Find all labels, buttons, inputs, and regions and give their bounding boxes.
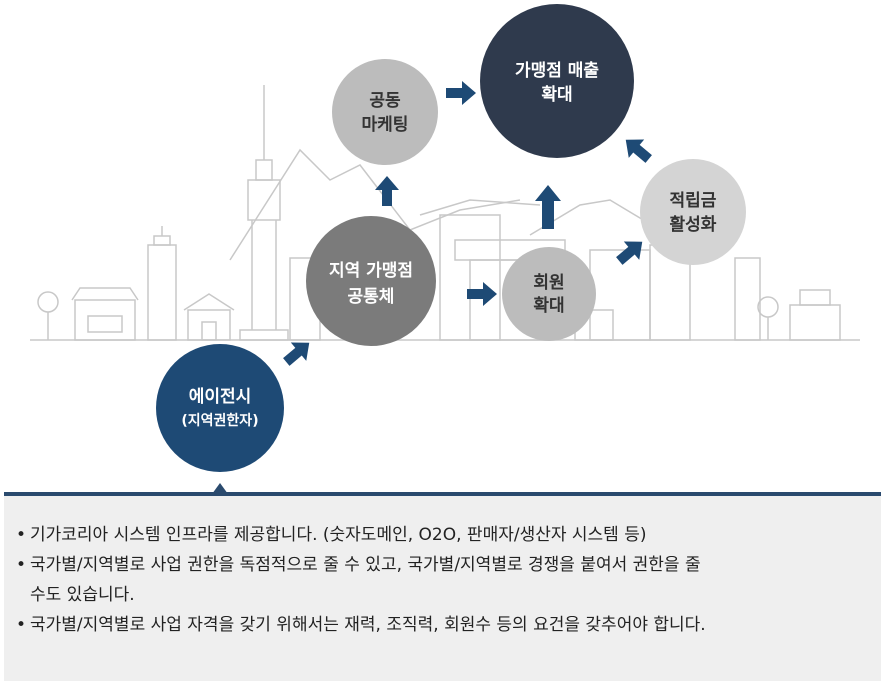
bullet-item-requirements: • 국가별/지역별로 사업 자격을 갖기 위해서는 재력, 조직력, 회원수 등… [16,610,873,640]
node-joint-circle [306,216,436,346]
node-points: 적립금 활성화 [640,159,746,265]
arrow-joint-to-members [467,282,497,306]
node-members-line2: 확대 [533,296,564,316]
bullet-item-infrastructure: • 기가코리아 시스템 인프라를 제공합니다. (숫자도메인, O2O, 판매자… [16,520,873,550]
arrow-agency-to-joint [283,342,310,366]
bullet-list: • 기가코리아 시스템 인프라를 제공합니다. (숫자도메인, O2O, 판매자… [4,496,881,640]
bullet-item-exclusive-rights-cont: 수도 있습니다. [16,580,873,610]
node-agency-circle [156,344,284,472]
growth-diagram: 에이전시 (지역권한자) 지역 가맹점 공통체 공동 마케팅 가맹점 매출 확대… [30,4,860,494]
node-marketing-circle [332,59,438,165]
node-points-line2: 활성화 [670,214,717,235]
node-agency-line1: 에이전시 [189,387,252,407]
panel-pointer [212,483,228,494]
arrow-members-to-points [616,241,643,265]
node-joint-line1: 지역 가맹점 [329,261,413,281]
bullet-text: 수도 있습니다. [30,585,135,605]
node-agency-line2: (지역권한자) [181,412,258,429]
bullet-text: 국가별/지역별로 사업 권한을 독점적으로 줄 수 있고, 국가별/지역별로 경… [30,555,701,575]
node-sales-line2: 확대 [541,85,572,105]
bullet-item-exclusive-rights: • 국가별/지역별로 사업 권한을 독점적으로 줄 수 있고, 국가별/지역별로… [16,550,873,580]
bullet-text: 기가코리아 시스템 인프라를 제공합니다. (숫자도메인, O2O, 판매자/생… [30,525,647,545]
bullet-marker: • [16,615,27,635]
node-members-line1: 회원 [533,273,564,293]
node-joint: 지역 가맹점 공통체 [306,216,436,346]
flow-arrows [283,81,652,366]
node-agency: 에이전시 (지역권한자) [156,344,284,472]
arrow-marketing-to-sales [446,81,476,105]
node-marketing: 공동 마케팅 [332,59,438,165]
node-points-circle [640,159,746,265]
bullet-text: 국가별/지역별로 사업 자격을 갖기 위해서는 재력, 조직력, 회원수 등의 … [30,615,706,635]
node-sales-line1: 가맹점 매출 [515,61,599,81]
bullet-marker: • [16,525,27,545]
arrow-joint-to-marketing [375,176,399,206]
bullet-marker: • [16,555,27,575]
node-sales-circle [480,4,634,158]
node-points-line1: 적립금 [670,191,717,211]
node-members-circle [502,247,596,341]
node-joint-line2: 공통체 [348,287,395,307]
node-marketing-line1: 공동 [369,91,401,111]
arrow-points-to-sales [625,139,652,163]
arrow-members-to-sales [535,185,561,229]
node-sales: 가맹점 매출 확대 [480,4,634,158]
node-marketing-line2: 마케팅 [362,115,409,135]
node-members: 회원 확대 [502,247,596,341]
info-panel: • 기가코리아 시스템 인프라를 제공합니다. (숫자도메인, O2O, 판매자… [4,492,881,681]
